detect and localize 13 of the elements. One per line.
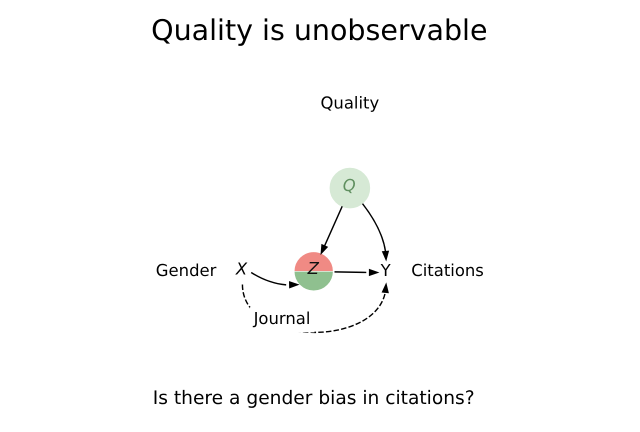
caption: Is there a gender bias in citations? [152,388,475,410]
node-label: Gender [156,260,216,280]
node-label: Citations [411,260,484,280]
diagram-title: Quality is unobservable [151,14,488,47]
node-text: X [236,260,248,279]
node-label: Quality [320,94,380,113]
arrow [334,268,380,276]
arrow [362,203,390,262]
node-text: Y [380,260,391,280]
arrow [250,272,300,288]
edge-label: Journal [254,309,310,328]
arrow [320,206,343,256]
node-circle: Q [330,168,370,208]
